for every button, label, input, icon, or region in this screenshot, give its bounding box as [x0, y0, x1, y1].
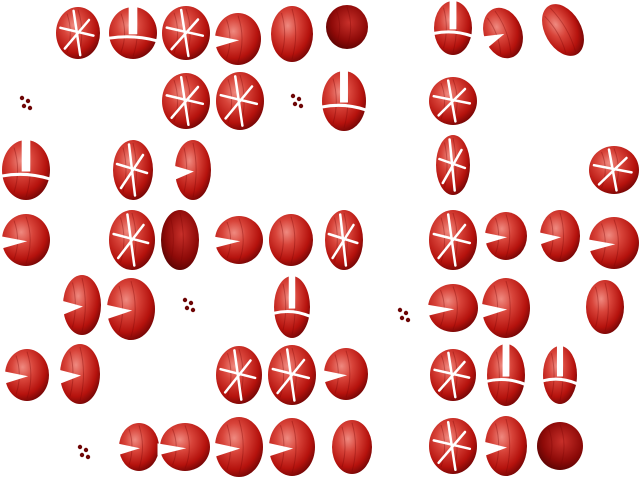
tomato: [433, 0, 473, 55]
tomato: [173, 140, 211, 200]
tomato: [266, 418, 315, 476]
seed-cluster: [19, 95, 33, 111]
tomato: [271, 6, 313, 62]
tomato: [61, 275, 101, 335]
tomato: [108, 5, 158, 59]
tomato: [212, 13, 261, 65]
tomato: [268, 345, 316, 405]
tomato: [0, 214, 50, 266]
tomato: [117, 423, 159, 471]
tomato: [586, 280, 624, 334]
seed-cluster: [290, 93, 304, 109]
tomato: [542, 4, 584, 56]
tomato: [212, 417, 263, 477]
tomato: [332, 420, 372, 474]
tomato: [104, 278, 155, 340]
tomato: [212, 216, 263, 264]
tomato: [482, 7, 523, 59]
tomato: [486, 342, 526, 406]
tomato: [325, 210, 363, 270]
tomato: [58, 344, 100, 404]
tomato: [479, 278, 530, 338]
tomato: [109, 210, 155, 270]
tomato: [321, 348, 368, 400]
tomato: [162, 73, 210, 129]
tomato: [216, 346, 262, 404]
tomato: [2, 349, 49, 401]
tomato: [425, 284, 478, 332]
tomato: [216, 72, 264, 130]
tomato: [429, 210, 477, 270]
tomato: [482, 416, 527, 476]
tomato: [537, 422, 583, 470]
tomato: [56, 7, 100, 59]
seed-cluster: [182, 297, 196, 313]
tomato: [542, 344, 578, 404]
tomato: [429, 77, 477, 125]
seed-cluster: [77, 444, 91, 460]
tomato: [429, 418, 477, 474]
tomato: [162, 6, 210, 60]
tomato: [586, 217, 639, 269]
tomato: [269, 214, 313, 266]
tomato: [113, 140, 153, 200]
tomato: [430, 349, 476, 401]
tomato: [321, 69, 367, 131]
tomato: [589, 146, 639, 194]
tomato: [326, 5, 368, 49]
tomato: [273, 274, 311, 338]
tomato: [161, 210, 199, 270]
seed-cluster: [397, 307, 411, 323]
tomato: [157, 423, 210, 471]
tomato: [482, 212, 527, 260]
tomato: [1, 138, 51, 200]
tomato: [436, 135, 470, 195]
tomato: [538, 210, 580, 262]
